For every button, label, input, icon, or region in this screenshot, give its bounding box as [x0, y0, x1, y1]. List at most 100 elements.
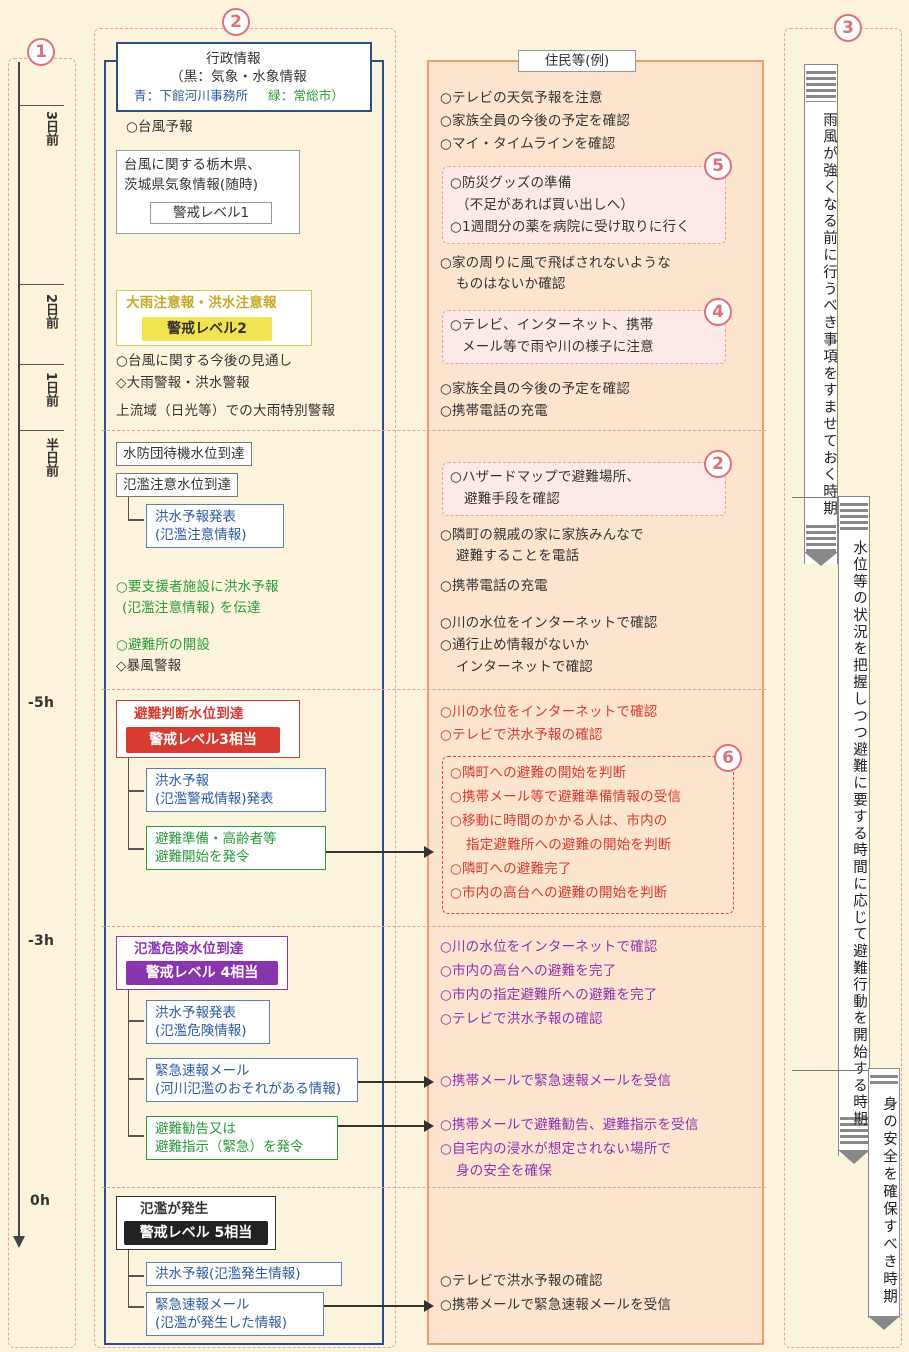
timeline-label-0h: 0h — [30, 1193, 51, 1209]
res-item: ○携帯メールで緊急速報メールを受信 — [440, 1297, 672, 1313]
row-divider — [102, 430, 766, 431]
evacuation-order-box: 避難勧告又は避難指示（緊急）を発令 — [146, 1116, 338, 1160]
tick — [18, 105, 64, 106]
res-item: ○家族全員の今後の予定を確認 — [440, 113, 631, 129]
circle-2b: 2 — [704, 450, 732, 478]
upstream-warning: 上流域（日光等）での大雨特別警報 — [116, 403, 336, 419]
bracket — [128, 990, 129, 1135]
phase-2-arrow — [838, 496, 870, 1156]
bracket-stub — [128, 790, 144, 792]
res-item: ○隣町への避難の開始を判断 — [450, 765, 627, 781]
timeline-label-3h: -3h — [28, 933, 55, 949]
arrow-prep-to-residents — [326, 846, 434, 858]
evacuation-prep-2: 避難開始を発令 — [155, 849, 250, 865]
admin-legend-1: （黒：気象・水象情報 — [170, 69, 307, 85]
res-item: ○隣町の親戚の家に家族みんなで — [440, 527, 644, 543]
res-item: ○テレビの天気予報を注意 — [440, 90, 603, 106]
circle-1: 1 — [27, 38, 55, 66]
res-item: ○川の水位をインターネットで確認 — [440, 939, 658, 955]
emergency-mail-1: 緊急速報メール(河川氾濫のおそれがある情報) — [146, 1058, 358, 1102]
res-item: ○1週間分の薬を病院に受け取りに行く — [450, 219, 690, 235]
res-item: ものはないか確認 — [456, 276, 566, 292]
arrow-mail2-to-residents — [324, 1300, 434, 1312]
bracket-stub — [128, 1275, 144, 1277]
bracket — [128, 497, 129, 519]
phase-1-stripes-bottom — [806, 522, 836, 552]
res-item: ○テレビで洪水予報の確認 — [440, 1273, 603, 1289]
flood-forecast-caution: 洪水予報発表 (氾濫注意情報) — [146, 504, 284, 548]
phase-2-stripes-bottom — [840, 1114, 868, 1144]
res-item: ○携帯メールで避難勧告、避難指示を受信 — [440, 1117, 699, 1133]
phase-1-text: 雨風が強くなる前に行うべき事項をすませておく時期 — [821, 112, 837, 518]
storm-warning: ◇暴風警報 — [116, 658, 182, 674]
group-4 — [442, 310, 726, 364]
phase-3-arrow — [868, 1068, 900, 1318]
res-item: ○川の水位をインターネットで確認 — [440, 704, 658, 720]
res-item: ○携帯電話の充電 — [440, 578, 548, 594]
bracket — [128, 758, 129, 848]
alert-level-1: 警戒レベル1 — [150, 202, 272, 224]
tick — [18, 364, 64, 365]
forecast-sub: (氾濫注意情報) — [155, 527, 247, 543]
timeline-label-3days: 3日前 — [43, 111, 58, 147]
bracket — [128, 1250, 129, 1306]
res-item: メール等で雨や川の様子に注意 — [462, 339, 654, 355]
timeline-label-halfday: 半日前 — [43, 438, 58, 477]
phase-3-text: 身の安全を確保すべき時期 — [881, 1096, 897, 1306]
group-2 — [442, 462, 726, 516]
arrow-mail-to-residents — [358, 1076, 434, 1088]
bracket-stub — [128, 519, 144, 521]
bracket-stub — [128, 848, 144, 850]
flood-forecast-occurred: 洪水予報(氾濫発生情報) — [146, 1262, 342, 1286]
tick — [18, 284, 64, 285]
forecast-sub: (氾濫危険情報) — [155, 1023, 247, 1039]
group-5 — [442, 166, 726, 244]
emergency-mail-2: 緊急速報メール (氾濫が発生した情報) — [146, 1292, 324, 1336]
circle-6: 6 — [714, 744, 742, 772]
bracket-stub — [128, 1135, 144, 1137]
res-item: ○防災グッズの準備 — [450, 175, 572, 191]
flood-forecast-danger: 洪水予報発表(氾濫危険情報) — [146, 1000, 270, 1044]
evacuation-judgment-level: 避難判断水位到達 — [134, 706, 244, 722]
caution-level: 氾濫注意水位到達 — [116, 473, 238, 497]
res-item: ○市内の高台への避難の開始を判断 — [450, 885, 668, 901]
heavy-rain-advisory: 大雨注意報・洪水注意報 — [126, 295, 277, 311]
circle-3: 3 — [834, 14, 862, 42]
group-6 — [442, 756, 734, 914]
res-item: （不足があれば買い出しへ） — [456, 197, 635, 213]
res-item: ○家の周りに風で飛ばされないような — [440, 255, 671, 271]
mail-sub: (氾濫が発生した情報) — [155, 1315, 288, 1331]
alert-level-3: 警戒レベル3相当 — [126, 727, 280, 753]
res-item: ○隣町への避難完了 — [450, 861, 572, 877]
res-item: 避難することを電話 — [456, 548, 580, 564]
residents-title: 住民等(例) — [518, 50, 636, 72]
standby-level: 水防団待機水位到達 — [116, 442, 252, 466]
tick — [18, 430, 64, 431]
typhoon-forecast: ○台風予報 — [126, 119, 193, 135]
circle-4: 4 — [704, 298, 732, 326]
phase-line — [792, 497, 838, 498]
forecast-label: 洪水予報発表 — [155, 509, 236, 525]
evacuation-order-1: 避難勧告又は — [155, 1121, 236, 1137]
circle-5: 5 — [704, 152, 732, 180]
forecast-label: 洪水予報(氾濫発生情報) — [155, 1266, 301, 1282]
heavy-rain-warning: ◇大雨警報・洪水警報 — [116, 375, 250, 391]
tochigi-text-2: 茨城県気象情報(随時) — [124, 177, 259, 193]
shelter-open: ○避難所の開設 — [116, 637, 211, 653]
phase-1-stripes — [806, 68, 836, 102]
forecast-label: 洪水予報 — [155, 773, 209, 789]
res-item: ○テレビで洪水予報の確認 — [440, 727, 603, 743]
phase-3-stripes — [870, 1072, 898, 1086]
timeline-arrowhead — [13, 1236, 25, 1248]
res-item: ○携帯電話の充電 — [440, 403, 548, 419]
res-item: ○自宅内の浸水が想定されない場所で — [440, 1141, 672, 1157]
forecast-sub: (氾濫警戒情報)発表 — [155, 791, 274, 807]
bracket-stub — [128, 1020, 144, 1022]
alert-level-5: 警戒レベル 5相当 — [124, 1221, 268, 1245]
row-divider — [102, 1187, 766, 1188]
res-item: ○通行止め情報がないか — [440, 637, 589, 653]
mail-label: 緊急速報メール — [155, 1297, 250, 1313]
res-item: 身の安全を確保 — [456, 1163, 552, 1179]
phase-1-arrow — [804, 64, 838, 564]
